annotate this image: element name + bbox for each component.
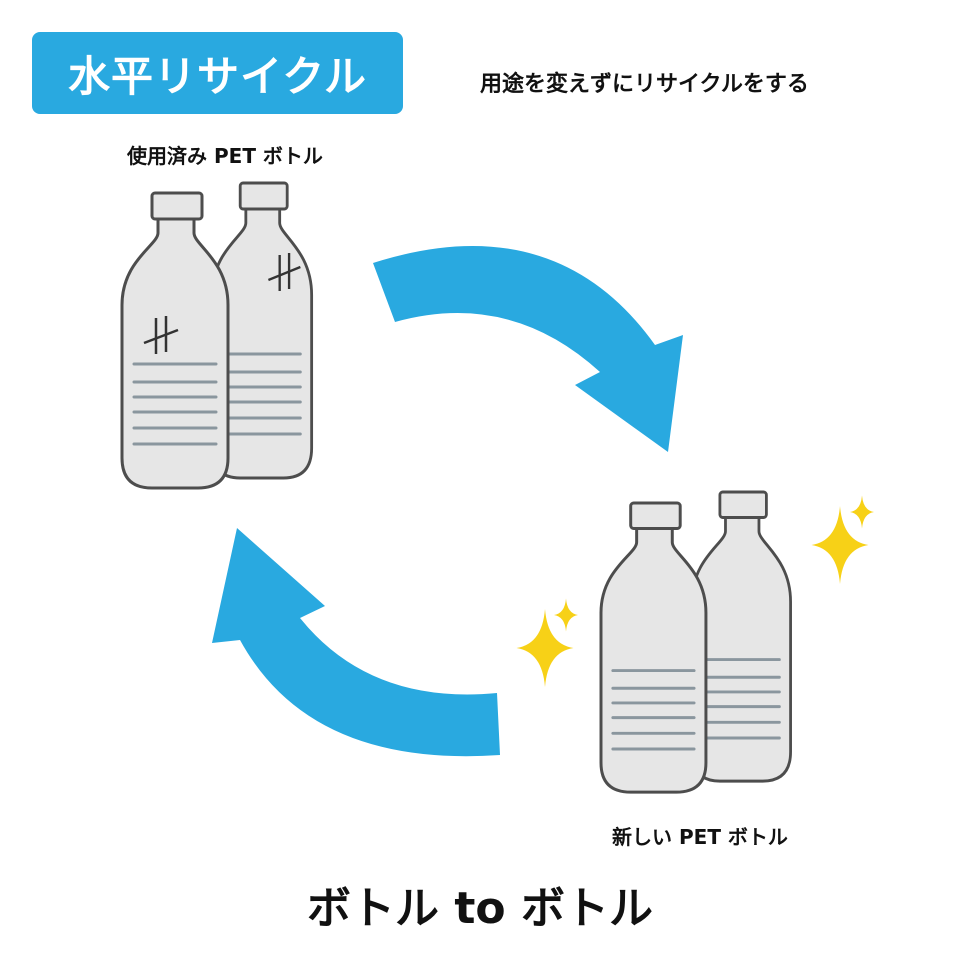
- used-bottles-label: 使用済み PET ボトル: [127, 144, 323, 168]
- title-badge: 水平リサイクル: [32, 32, 403, 114]
- new-bottles-label: 新しい PET ボトル: [612, 825, 788, 849]
- arrow-to-used-icon: [212, 528, 500, 757]
- new-bottle-front: [599, 501, 708, 794]
- used-bottles: [120, 181, 314, 490]
- new-bottles: [599, 490, 793, 794]
- subtitle: 用途を変えずにリサイクルをする: [480, 72, 809, 97]
- title: 水平リサイクル: [68, 51, 367, 101]
- used-bottle-front: [120, 191, 230, 490]
- arrow-to-new-icon: [373, 246, 683, 452]
- footer-caption: ボトル to ボトル: [307, 883, 653, 934]
